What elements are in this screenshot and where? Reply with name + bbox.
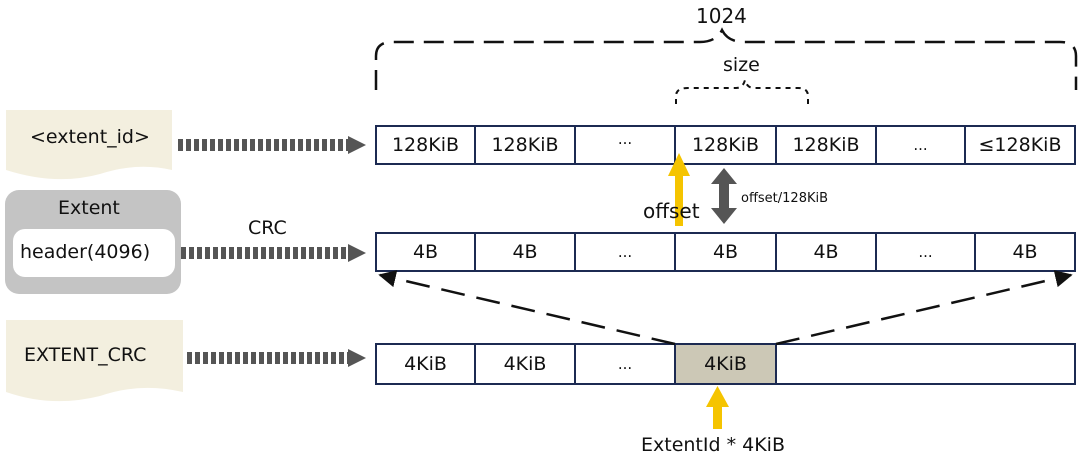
block-ellipsis: ... <box>913 135 928 154</box>
extent-id-arrow <box>178 136 366 154</box>
extent-id-pointer-arrow <box>706 386 729 429</box>
extent-crc-cell: 4KiB <box>404 352 447 375</box>
extent-crc-arrow <box>187 349 366 367</box>
extent-crc-row <box>375 343 1076 385</box>
expand-arrow-left <box>378 270 676 346</box>
extent-crc-ellipsis: ... <box>617 354 633 373</box>
crc-cell: 4B <box>412 240 439 263</box>
extent-crc-tag <box>6 320 183 402</box>
block-cell-last: ≤128KiB <box>978 133 1062 156</box>
extent-id-tag <box>6 110 172 180</box>
block-cell: 128KiB <box>691 133 760 156</box>
crc-cell: 4B <box>712 240 739 263</box>
crc-row <box>375 232 1076 272</box>
offset-label: offset <box>643 199 700 223</box>
extent-crc-tag-label: EXTENT_CRC <box>24 344 147 366</box>
offset-div-arrow <box>711 168 737 224</box>
extent-id-offset-label: ExtentId * 4KiB <box>641 434 785 456</box>
crc-cell: 4B <box>512 240 538 263</box>
block-cell: 128KiB <box>391 133 460 156</box>
crc-ellipsis: ... <box>617 242 633 261</box>
block-cell: 128KiB <box>792 133 860 156</box>
extent-data-row <box>375 125 1076 165</box>
offset-div-label: offset/128KiB <box>741 191 829 206</box>
size-bracket <box>675 79 809 104</box>
block-ellipsis: ... <box>617 129 633 148</box>
header-pill <box>13 229 175 277</box>
extent-box-title: Extent <box>58 197 120 219</box>
block-cell: 128KiB <box>491 133 559 156</box>
offset-arrow <box>668 153 690 226</box>
crc-ellipsis: ... <box>918 242 933 261</box>
extent-crc-cell: 4KiB <box>503 352 547 375</box>
crc-label: CRC <box>248 217 287 239</box>
header-crc-arrow <box>181 244 366 262</box>
extent-id-tag-label: <extent_id> <box>30 126 150 148</box>
expand-arrow-right <box>775 270 1073 346</box>
total-span-bracket <box>374 27 1078 90</box>
header-label: header(4096) <box>20 241 151 263</box>
extent-crc-cell-highlighted: 4KiB <box>704 352 747 375</box>
crc-cell: 4B <box>813 240 839 263</box>
total-count-label: 1024 <box>696 4 747 28</box>
crc-cell: 4B <box>1012 240 1038 263</box>
size-label: size <box>723 54 760 76</box>
